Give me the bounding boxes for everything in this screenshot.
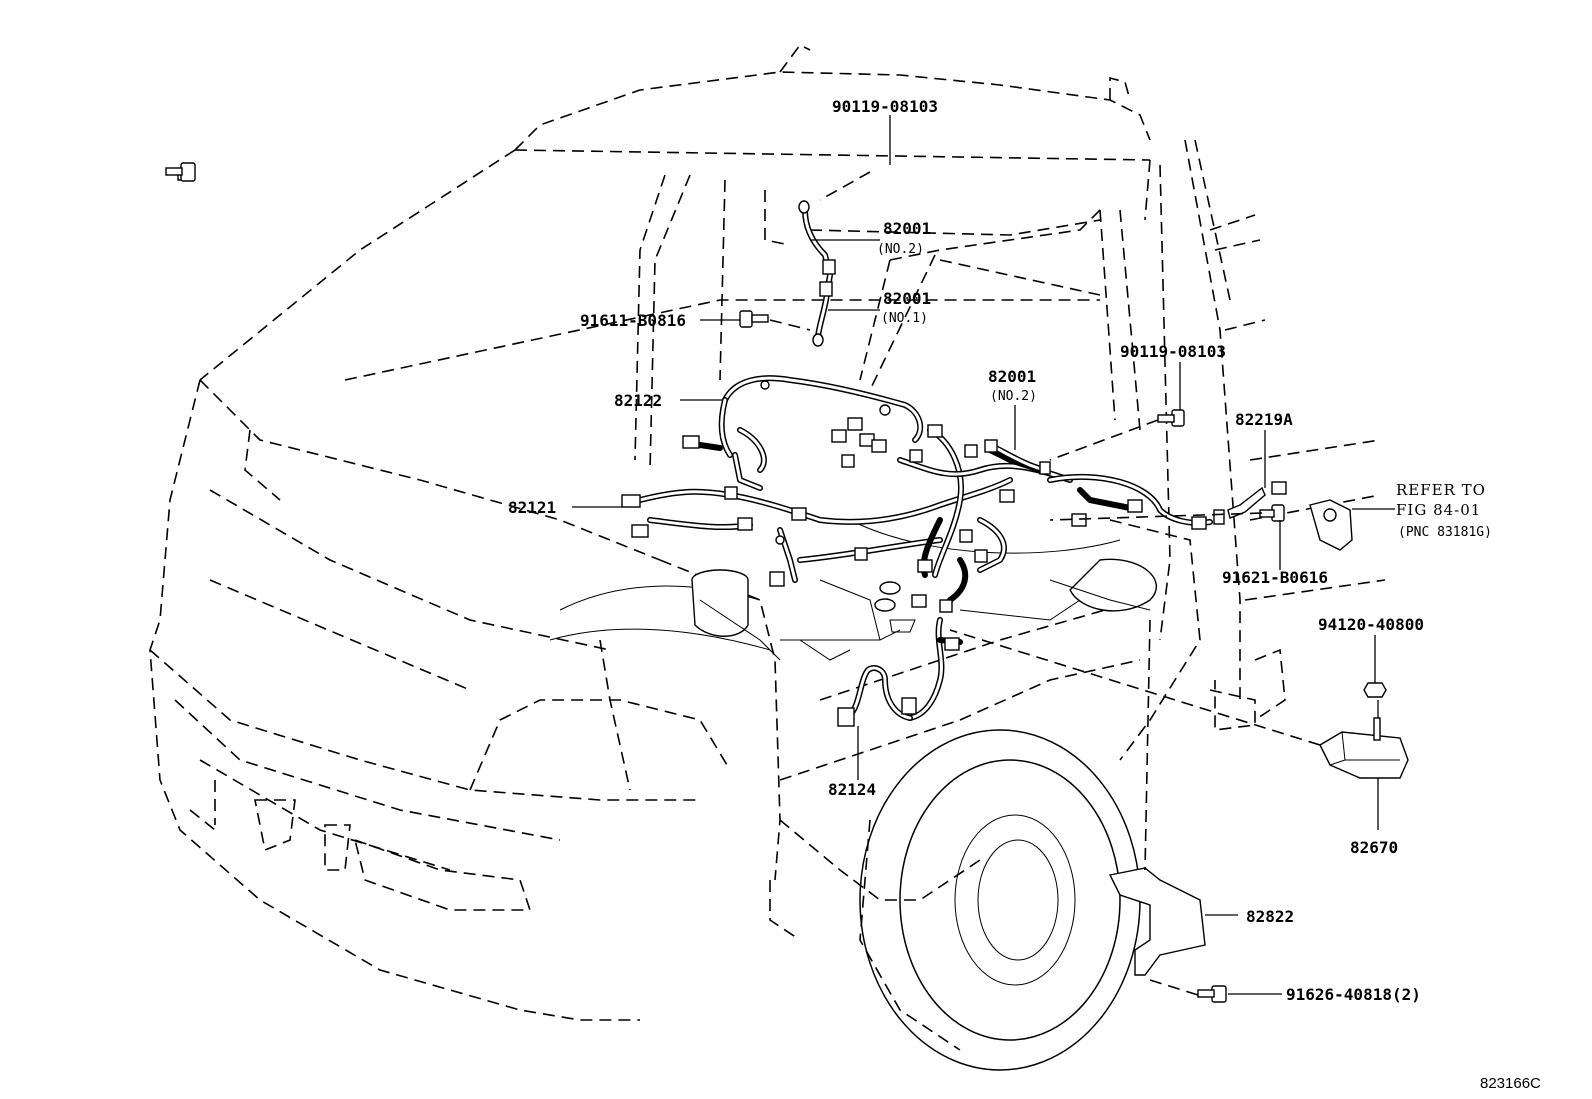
relay-block-82670-icon — [1319, 717, 1409, 779]
bolt-91611-icon — [739, 310, 769, 328]
label-82001-no2-top: 82001 — [883, 219, 931, 238]
label-82122: 82122 — [614, 391, 662, 410]
label-91626-40818: 91626-40818(2) — [1286, 985, 1421, 1004]
label-no2-top: (NO.2) — [877, 242, 924, 257]
callout-labels: 90119-08103 82001 (NO.2) 82001 (NO.1) 91… — [508, 97, 1541, 1092]
bolt-90119-right-icon — [1157, 409, 1185, 427]
nut-94120-icon — [1363, 682, 1387, 698]
label-90119-08103-top: 90119-08103 — [832, 97, 938, 116]
sensor-83181g-icon — [1309, 499, 1353, 551]
label-refer-to: REFER TO — [1396, 481, 1486, 499]
engine-components — [549, 519, 1157, 661]
label-82001-no1: 82001 — [883, 289, 931, 308]
label-91621-b0616: 91621-B0616 — [1222, 568, 1328, 587]
label-82001-no2-mid: 82001 — [988, 367, 1036, 386]
front-wheel — [859, 729, 1141, 1071]
bolt-91626-icon — [1197, 985, 1227, 1003]
label-82670: 82670 — [1350, 838, 1398, 857]
label-no2-mid: (NO.2) — [990, 389, 1037, 404]
label-82219a: 82219A — [1235, 410, 1293, 429]
label-91611-b0816: 91611-B0816 — [580, 311, 686, 330]
bolt-91621-icon — [1259, 504, 1285, 522]
label-94120-40800: 94120-40800 — [1318, 615, 1424, 634]
label-pnc-83181g: (PNC 83181G) — [1398, 525, 1492, 540]
label-82822: 82822 — [1246, 907, 1294, 926]
label-fig-84-01: FIG 84-01 — [1396, 501, 1481, 519]
cover-82822-icon — [1108, 867, 1206, 976]
wire-harness-assembly — [621, 200, 1225, 727]
label-90119-08103-right: 90119-08103 — [1120, 342, 1226, 361]
leader-lines — [572, 115, 1395, 996]
bolt-90119-top-icon — [165, 162, 196, 182]
diagram-id: 823166C — [1480, 1075, 1541, 1092]
label-82121: 82121 — [508, 498, 556, 517]
label-82124: 82124 — [828, 780, 876, 799]
label-no1: (NO.1) — [881, 311, 928, 326]
vehicle-body-outline — [149, 43, 1386, 1021]
bracket-82219a-icon — [1227, 481, 1287, 519]
